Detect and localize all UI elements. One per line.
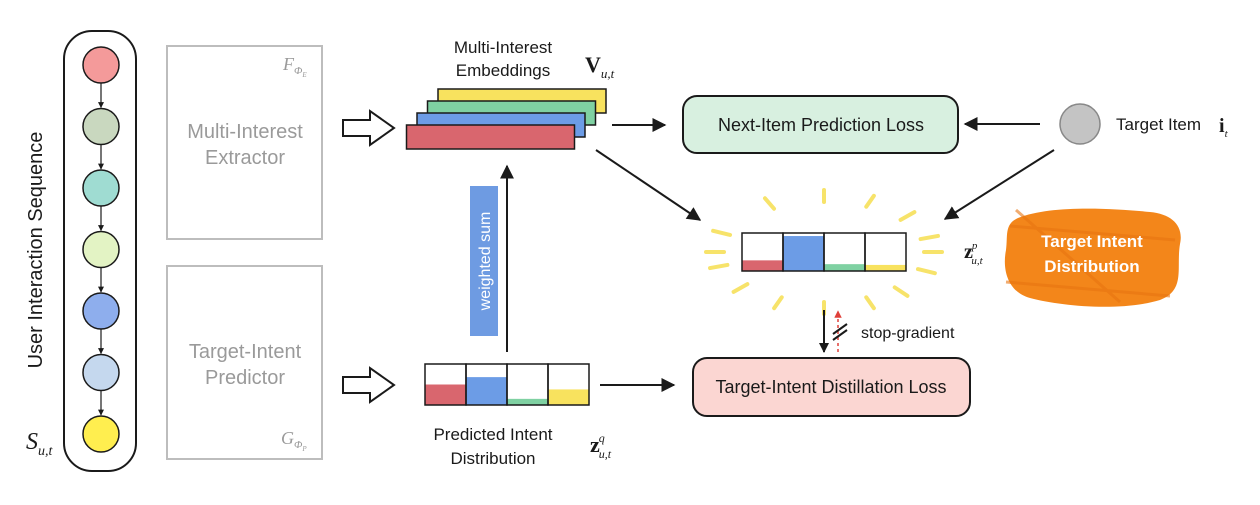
sunburst-ray [915,267,937,276]
stop-gradient: stop-gradient [819,310,955,353]
sequence-item-node [82,415,120,453]
multi-interest-embeddings: Multi-Interest Embeddings Vu,t [405,38,615,150]
sunburst-ray [892,285,910,298]
extractor-symbol: FΦE [282,54,307,79]
predicted-dist-bar-cell [547,363,590,406]
predicted-dist-bar-fill [507,398,548,405]
target-item-label: Target Item [1116,115,1201,134]
badge-shape [1004,208,1181,307]
embeddings-symbol: Vu,t [585,52,615,81]
extractor-label-line1: Multi-Interest [187,121,303,143]
target-item-symbol: it [1219,115,1229,140]
predictor-box [166,265,323,460]
predictor-label-line2: Predictor [205,367,285,389]
user-sequence-panel: User Interaction Sequence Su,t [25,30,137,472]
arrow-target-item-to-target-dist [943,149,1055,220]
target-dist-bar-fill [742,260,783,271]
arrow-embeddings-to-target-dist [595,149,702,221]
embeddings-label-line1: Multi-Interest [454,38,553,57]
badge-scribble [1005,208,1176,304]
sunburst-ray [772,295,784,311]
stop-gradient-slash-2 [832,329,848,341]
embedding-layer [405,124,576,150]
sequence-item-node [82,353,120,392]
hollow-arrow-predictor [342,366,396,404]
predicted-dist-label-line1: Predicted Intent [433,425,552,444]
target-item-node [1059,103,1101,145]
sequence-item-node [82,292,120,330]
next-item-prediction-loss: Next-Item Prediction Loss [682,95,959,154]
predicted-dist-bar-fill [548,389,589,405]
predicted-dist-bar-fill [425,384,466,405]
target-intent-predictor: Target-Intent Predictor GΦP [166,265,323,460]
sequence-item-node [82,107,120,146]
hollow-arrow-extractor [342,109,396,147]
sunburst-ray [918,233,940,242]
target-intent-badge: Target Intent Distribution [1004,208,1181,307]
predicted-dist-label-line2: Distribution [450,449,535,468]
sequence-container [63,30,137,472]
sequence-item-node [82,46,120,84]
sequence-label: User Interaction Sequence [25,132,47,369]
next-item-loss-label: Next-Item Prediction Loss [718,115,924,135]
sunburst-ray [708,262,730,271]
target-dist-bars [741,232,907,272]
predicted-dist-bar-fill [466,377,507,405]
stop-gradient-label: stop-gradient [861,325,955,342]
sequence-item-node [82,230,120,269]
sequence-item-node [82,169,120,207]
multi-interest-extractor: Multi-Interest Extractor FΦE [166,45,323,240]
target-dist-bar-fill [865,264,906,271]
extractor-box [166,45,323,240]
sunburst-ray [864,193,876,209]
badge-line2: Distribution [1044,257,1139,276]
embeddings-label-line2: Embeddings [456,61,551,80]
target-item: Target Item it [1059,103,1229,145]
extractor-label-line2: Extractor [205,147,285,169]
sunburst-ray [711,228,733,237]
target-dist-bar-cell [864,232,907,272]
target-dist-bar-fill [824,264,865,271]
next-item-loss-box [682,95,959,154]
sunburst-rays [704,188,944,316]
target-intent-distillation-loss: Target-Intent Distillation Loss [692,357,971,417]
badge-line1: Target Intent [1041,232,1143,251]
predictor-label-line1: Target-Intent [189,341,302,363]
predictor-symbol: GΦP [281,428,307,453]
sunburst-ray [731,282,750,294]
weighted-sum-label: weighted sum [477,212,494,312]
sunburst-ray [864,295,876,311]
weighted-sum-bar [470,186,498,336]
distill-loss-box [692,357,971,417]
weighted-sum: weighted sum [470,164,514,352]
target-dist-bar-fill [783,236,824,271]
predicted-dist-bars [424,363,590,406]
stop-gradient-slash-1 [832,323,848,335]
distill-loss-label: Target-Intent Distillation Loss [715,377,946,397]
embedding-layers [405,88,607,150]
sequence-symbol: Su,t [26,429,54,459]
sunburst-ray [898,210,917,222]
sunburst-ray [763,196,776,211]
sequence-nodes [82,46,120,453]
